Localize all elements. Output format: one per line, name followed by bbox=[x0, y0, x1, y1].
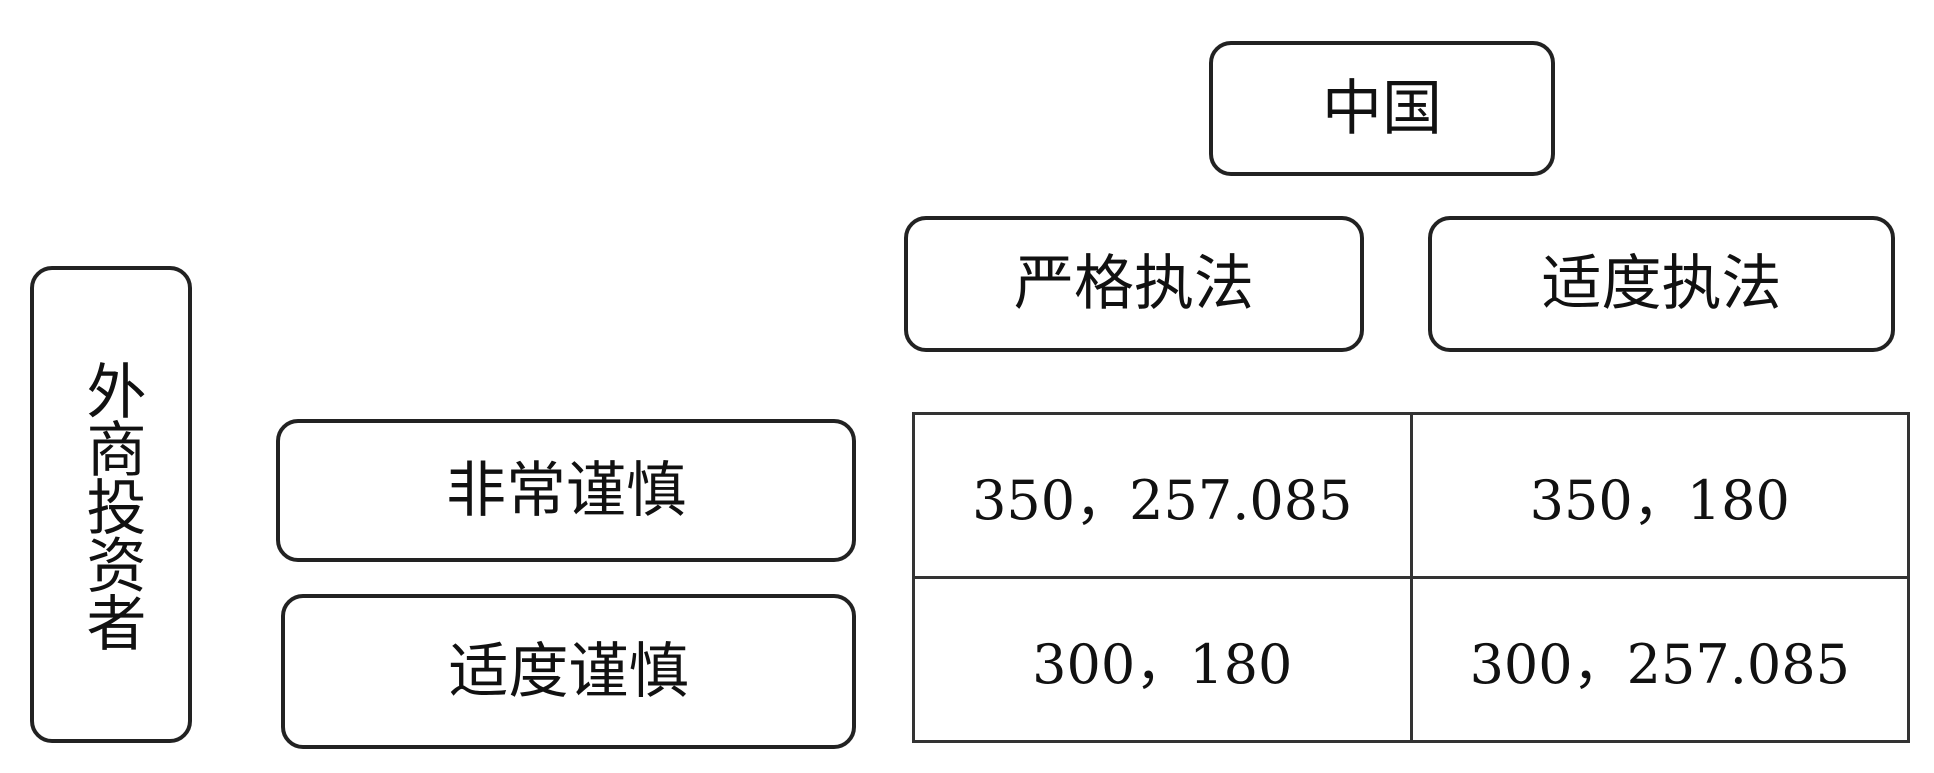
column-strategy-moderate-box: 适度执法 bbox=[1428, 216, 1895, 352]
column-strategy-strict-box: 严格执法 bbox=[904, 216, 1364, 352]
payoff-cell: 300，257.085 bbox=[1409, 576, 1910, 743]
row-strategy-moderately-cautious-label: 适度谨慎 bbox=[448, 636, 689, 707]
row-strategy-very-cautious-label: 非常谨慎 bbox=[446, 455, 686, 526]
column-strategy-moderate-label: 适度执法 bbox=[1541, 249, 1782, 319]
column-player-box: 中国 bbox=[1209, 41, 1555, 176]
payoff-matrix: 350，257.085 350，180 300，180 300，257.085 bbox=[912, 412, 1910, 743]
payoff-row-very-cautious: 350，257.085 350，180 bbox=[912, 412, 1910, 579]
payoff-cell: 350，180 bbox=[1409, 412, 1910, 579]
row-player-label: 外商投资者 bbox=[76, 359, 146, 650]
row-strategy-very-cautious-box: 非常谨慎 bbox=[276, 419, 856, 562]
row-strategy-moderately-cautious-box: 适度谨慎 bbox=[281, 594, 856, 749]
column-strategy-strict-label: 严格执法 bbox=[1014, 249, 1254, 319]
row-player-box: 外商投资者 bbox=[30, 266, 192, 743]
payoff-cell: 350，257.085 bbox=[912, 412, 1413, 579]
column-player-label: 中国 bbox=[1322, 73, 1442, 144]
payoff-row-moderately-cautious: 300，180 300，257.085 bbox=[912, 576, 1910, 743]
payoff-cell: 300，180 bbox=[912, 576, 1413, 743]
